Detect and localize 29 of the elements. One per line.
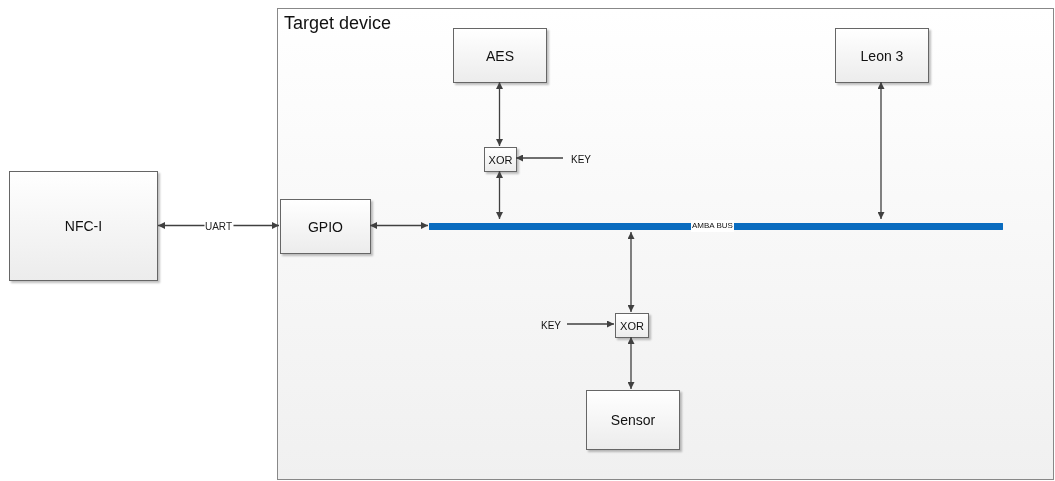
arrow xyxy=(515,154,564,162)
arrow xyxy=(627,336,635,390)
nfc-box xyxy=(9,171,158,281)
arrow xyxy=(627,231,635,313)
aes-box xyxy=(453,28,547,83)
device-frame xyxy=(277,8,1054,480)
gpio-box xyxy=(280,199,371,254)
frame-title: Target device xyxy=(284,13,392,34)
xor-box xyxy=(615,313,649,338)
box-label: XOR xyxy=(488,153,513,166)
box-label: AES xyxy=(486,47,514,64)
box-label: XOR xyxy=(620,319,644,332)
arrow xyxy=(496,81,503,147)
box-label: NFC-I xyxy=(64,218,103,234)
arrow xyxy=(496,170,503,220)
arrow xyxy=(877,81,885,220)
arrow xyxy=(369,222,429,229)
box-label: Leon 3 xyxy=(860,47,904,64)
box-label: GPIO xyxy=(308,218,343,235)
key-label: KEY xyxy=(534,318,568,332)
arrow xyxy=(566,320,615,328)
xor-box xyxy=(484,147,517,172)
edge-label: UART xyxy=(204,220,233,231)
bus-bar xyxy=(429,220,1003,233)
bus-label: AMBA BUS xyxy=(691,220,734,232)
processor-box xyxy=(835,28,929,83)
key-label: KEY xyxy=(564,152,598,166)
box-label: Sensor xyxy=(610,412,656,428)
sensor-box xyxy=(586,390,680,450)
